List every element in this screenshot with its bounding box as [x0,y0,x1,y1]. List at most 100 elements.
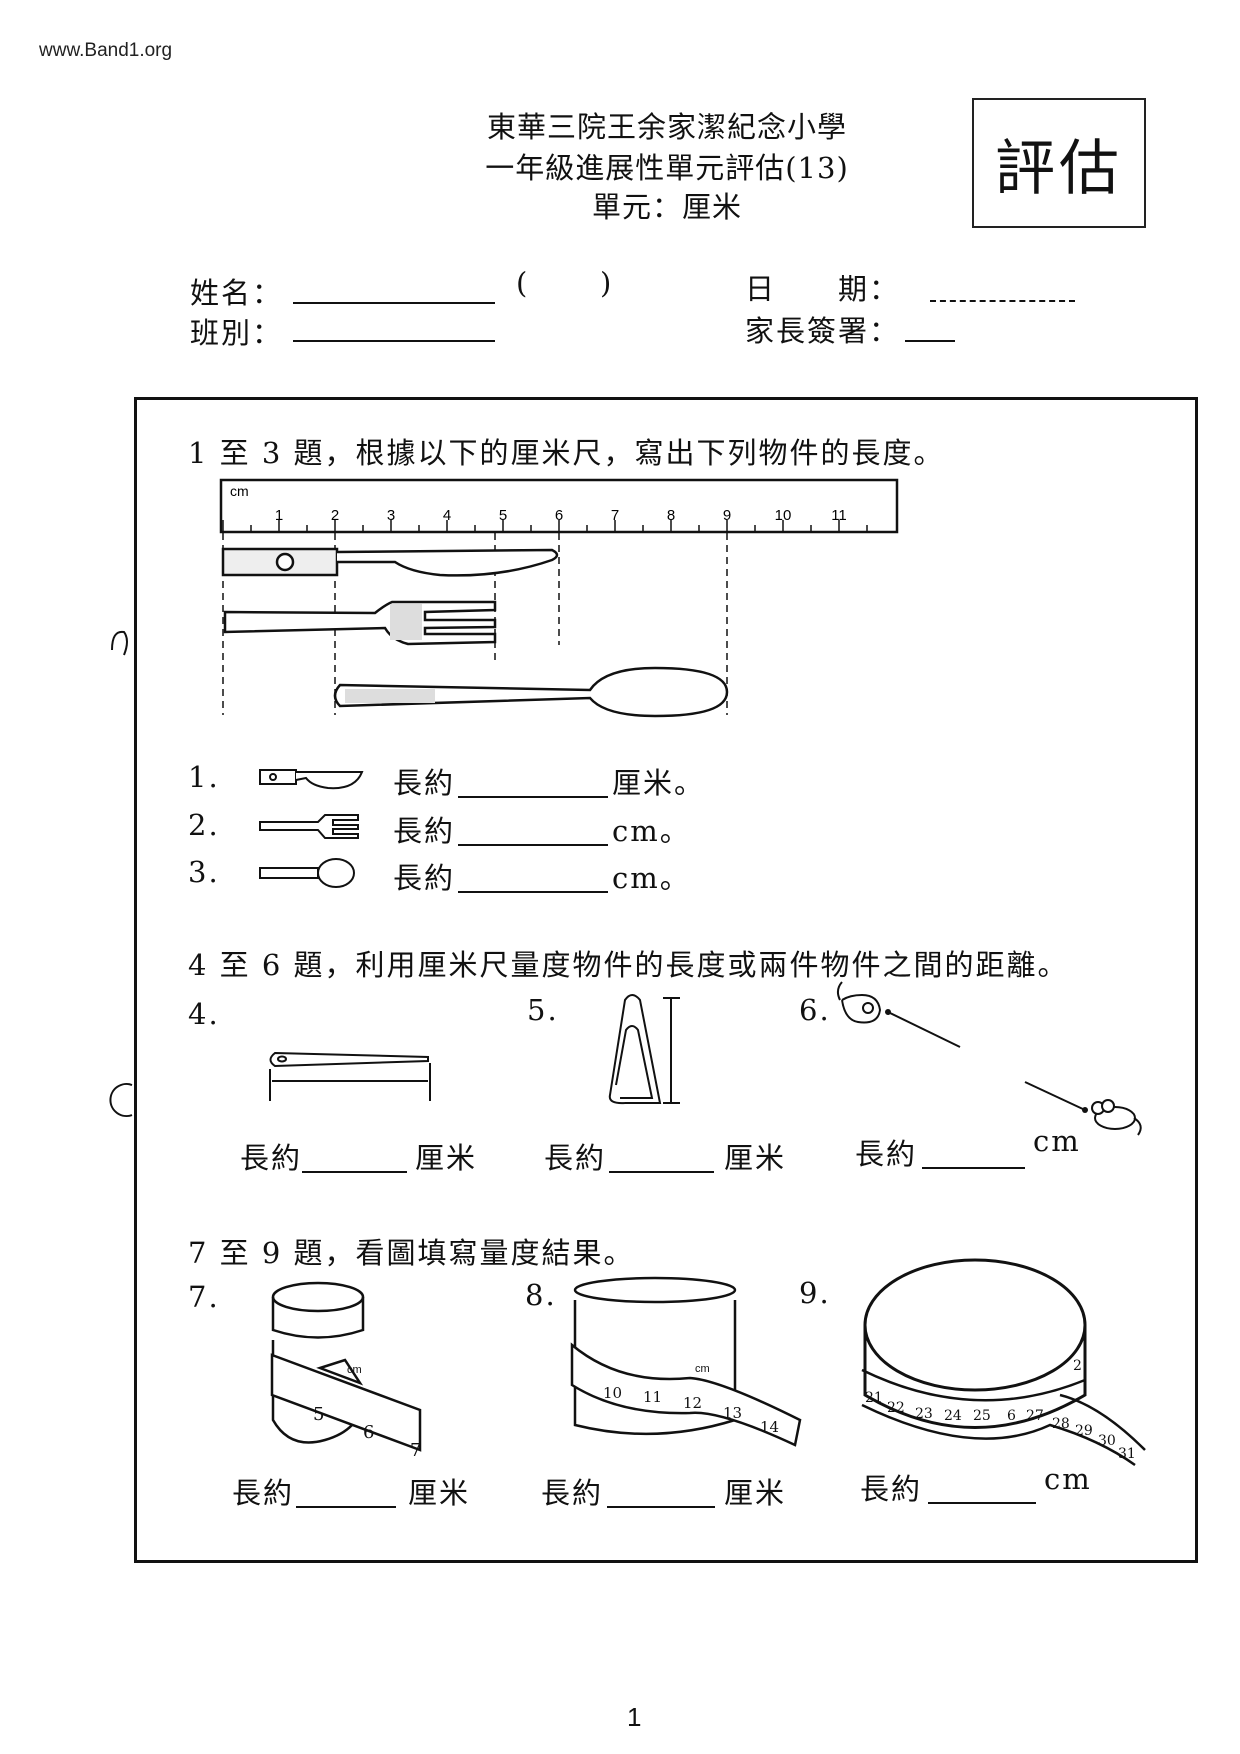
q3-number: 3. [188,855,220,889]
name-field[interactable] [293,272,495,304]
q3-prefix: 長約 [393,861,456,895]
signature-label: 家長簽署： [745,314,901,348]
q7-number: 7. [188,1280,220,1314]
q2-number: 2. [188,808,220,842]
fork-icon [259,814,359,839]
spoon-illustration [333,666,729,718]
start-dot [885,1009,891,1015]
tape-label: 12 [683,1394,702,1412]
q8-answer-field[interactable] [607,1480,715,1508]
ruler-label: 7 [611,507,619,524]
q8-prefix: 長約 [541,1476,604,1510]
q9-unit: cm [1044,1462,1092,1496]
tape-label: 10 [603,1384,622,1402]
ruler-label: 6 [555,507,563,524]
end-dot [1082,1107,1088,1113]
assessment-badge: 評估 [972,98,1146,228]
section2-instruction: 4 至 6 題，利用厘米尺量度物件的長度或兩件物件之間的距離。 [188,948,1069,982]
tape-q9 [861,1368,1146,1467]
signature-field[interactable] [905,310,955,342]
ruler-label: 11 [831,507,847,524]
tape-label: 22 [887,1400,905,1416]
tape-label: 13 [723,1404,742,1422]
q1-unit: 厘米。 [612,766,706,800]
q7-answer-field[interactable] [296,1480,396,1508]
punch-hole-mark [109,1083,133,1117]
cat-icon [836,981,882,1024]
q4-prefix: 長約 [240,1141,303,1175]
q7-prefix: 長約 [232,1476,295,1510]
q9-prefix: 長約 [860,1472,923,1506]
paren-open: ( [516,266,530,300]
q6-answer-field[interactable] [922,1141,1025,1169]
distance-line [1024,1081,1086,1111]
assessment-title: 一年級進展性單元評估(13) [485,151,849,185]
tape-q7: cm 5 6 7 [270,1353,421,1461]
class-label: 班別： [190,316,284,350]
tape-label: 11 [643,1388,662,1406]
q5-unit: 厘米 [724,1141,787,1175]
q9-answer-field[interactable] [928,1476,1036,1504]
tape-label: 6 [363,1422,374,1443]
spoon-icon [259,858,355,888]
knife-icon [259,769,364,790]
ruler-label: 5 [499,507,507,524]
ruler-label: 10 [775,507,792,524]
page-number: 1 [627,1702,642,1732]
tape-unit: cm [347,1364,362,1376]
q2-prefix: 長約 [393,814,456,848]
q7-unit: 厘米 [408,1476,471,1510]
q5-number: 5. [527,993,559,1027]
distance-line [887,1011,961,1048]
needle-illustration [269,1051,431,1101]
tape-q9-labels: 21 22 23 24 25 6 27 28 29 30 31 2 [865,1358,1136,1462]
section3-instruction: 7 至 9 題，看圖填寫量度結果。 [188,1236,635,1270]
fork-illustration [223,600,497,646]
q1-prefix: 長約 [393,766,456,800]
ruler-label: 2 [331,507,339,524]
q6-number: 6. [799,993,831,1027]
date-label: 日 期： [745,272,901,306]
tape-unit: cm [695,1363,710,1375]
ruler: cm 1 2 3 4 5 6 7 8 9 10 11 [219,478,899,534]
punch-hole-mark [111,630,128,656]
tape-label: 14 [760,1418,779,1436]
section1-instruction: 1 至 3 題，根據以下的厘米尺，寫出下列物件的長度。 [188,436,945,470]
tape-label: 23 [915,1406,933,1422]
q3-answer-field[interactable] [458,865,608,893]
question-frame [134,397,1198,1563]
tape-label: 24 [944,1408,962,1424]
q1-number: 1. [188,760,220,794]
tape-label: 27 [1026,1408,1044,1424]
ruler-labels: 1 2 3 4 5 6 7 8 9 10 11 [275,507,847,524]
knife-illustration [221,547,559,577]
q2-unit: cm。 [612,814,691,848]
class-field[interactable] [293,310,495,342]
q5-answer-field[interactable] [609,1145,714,1173]
q3-unit: cm。 [612,861,691,895]
tape-label: 6 [1007,1408,1016,1424]
school-name: 東華三院王余家潔紀念小學 [486,110,847,144]
tape-label: 2 [1073,1358,1082,1374]
tape-label: 21 [865,1390,883,1406]
ruler-unit: cm [230,483,249,499]
q6-prefix: 長約 [855,1137,918,1171]
tape-label: 7 [410,1440,421,1461]
q4-number: 4. [188,997,220,1031]
ruler-label: 3 [387,507,395,524]
name-label: 姓名： [190,276,284,310]
q4-unit: 厘米 [415,1141,478,1175]
ruler-label: 9 [723,507,731,524]
q8-number: 8. [525,1278,557,1312]
q9-number: 9. [799,1276,831,1310]
tape-label: 29 [1075,1423,1093,1439]
tape-label: 5 [313,1404,324,1425]
jar-large-illustration [573,1276,737,1436]
watermark: www.Band1.org [39,40,173,61]
date-field[interactable] [930,270,1075,302]
q1-answer-field[interactable] [458,770,608,798]
ruler-label: 4 [443,507,451,524]
q2-answer-field[interactable] [458,818,608,846]
q4-answer-field[interactable] [302,1145,407,1173]
